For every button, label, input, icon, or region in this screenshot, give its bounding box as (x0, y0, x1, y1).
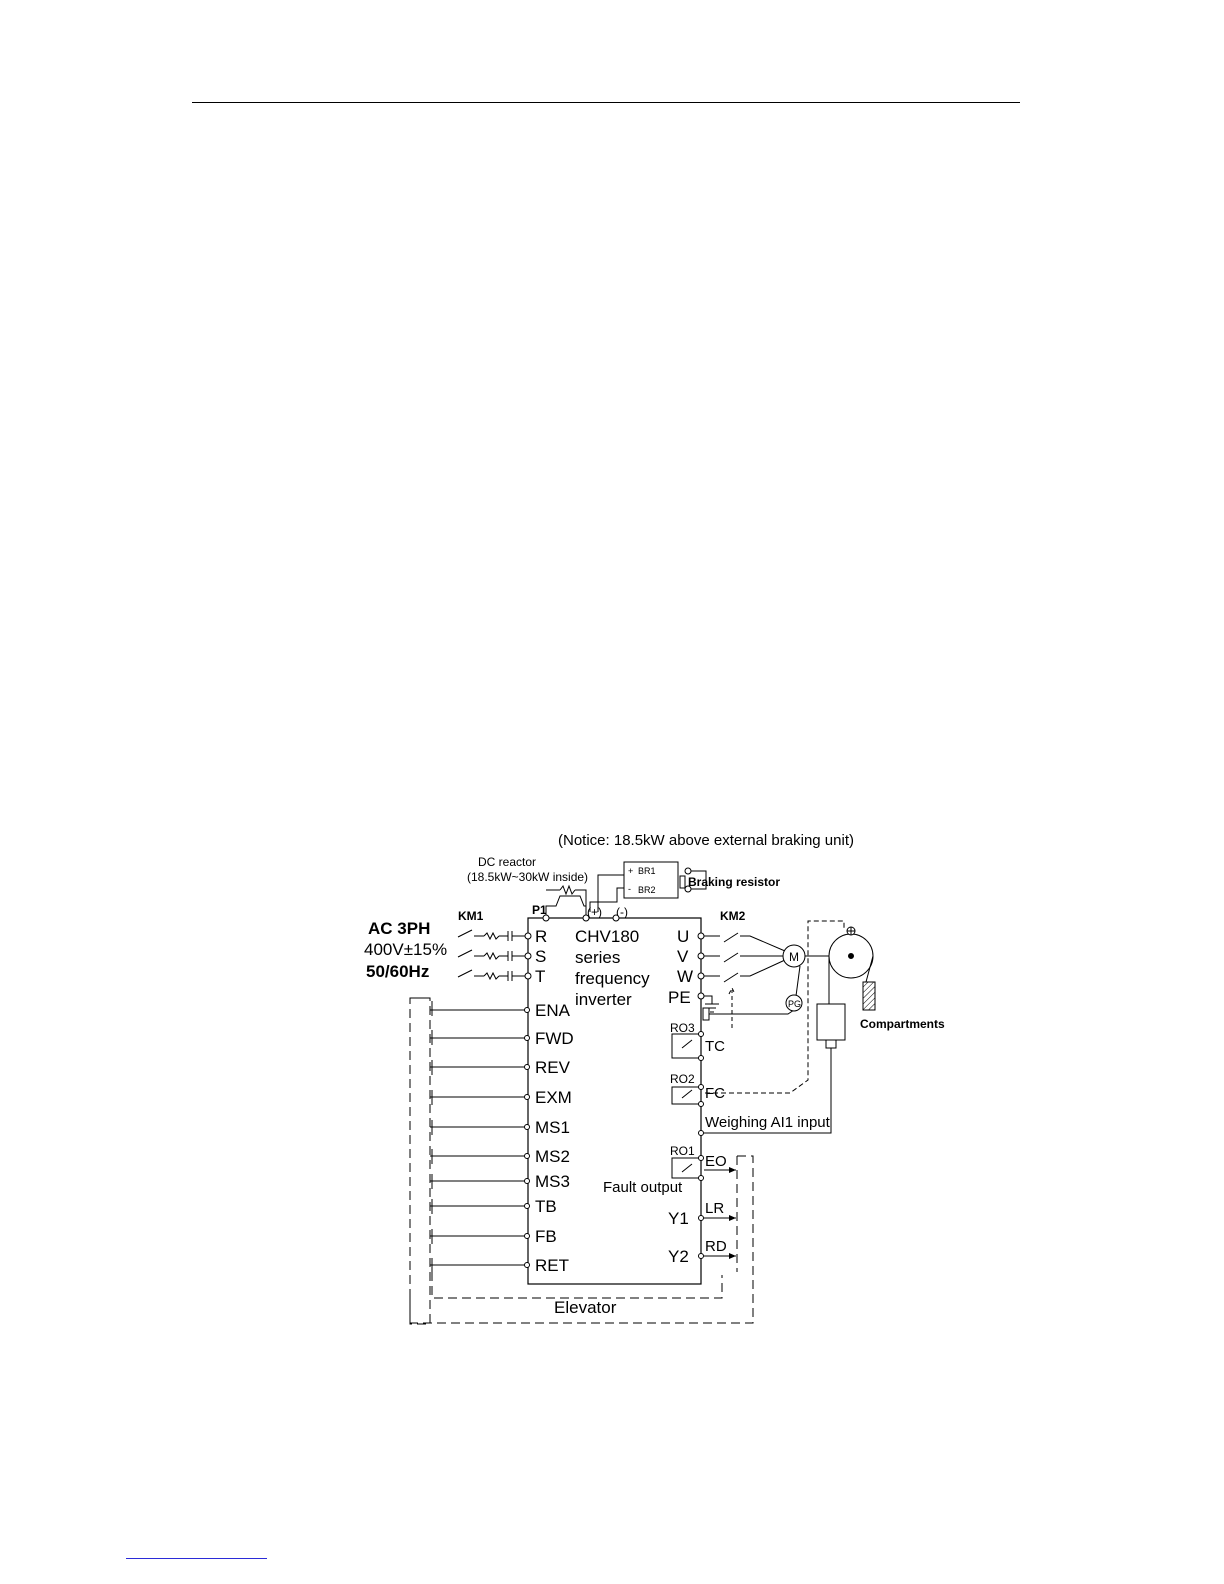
dc-reactor-range: (18.5kW~30kW inside) (467, 870, 588, 884)
supply-line-1: AC 3PH (368, 919, 430, 938)
input-rev: REV (535, 1058, 571, 1077)
encoder-label: PG (788, 999, 801, 1009)
km1-label: KM1 (458, 909, 484, 923)
input-fwd: FWD (535, 1029, 574, 1048)
y1-label: Y1 (668, 1209, 689, 1228)
notice-text: (Notice: 18.5kW above external braking u… (558, 832, 854, 849)
traction-system (704, 926, 876, 1134)
terminal-r: R (535, 927, 547, 946)
dc-terminals (542, 914, 620, 922)
supply-line-2: 400V±15% (364, 940, 447, 959)
ro1-label: RO1 (670, 1144, 695, 1158)
terminal-v: V (677, 947, 689, 966)
footer-link-rule (126, 1558, 267, 1559)
inverter-title-2: series (575, 948, 620, 967)
lr-label: LR (705, 1200, 724, 1217)
dc-reactor-label: DC reactor (478, 855, 536, 869)
dc-plus-label: (+) (587, 905, 602, 919)
braking-unit (589, 861, 707, 912)
fault-output-label: Fault output (603, 1179, 683, 1196)
br1-label: BR1 (638, 866, 656, 876)
encoder-dashed-link (728, 986, 736, 1028)
encoder-icon (785, 994, 803, 1012)
input-exm: EXM (535, 1088, 572, 1107)
terminal-w: W (677, 967, 693, 986)
header-rule (192, 102, 1020, 103)
terminal-u: U (677, 927, 689, 946)
terminal-t: T (535, 967, 545, 986)
fc-dashed-link (705, 920, 845, 1094)
elevator-label: Elevator (554, 1298, 617, 1317)
br-plus: + (628, 866, 633, 876)
inverter-title-4: inverter (575, 990, 632, 1009)
relay-wiring (409, 1031, 754, 1324)
p1-label: P1 (532, 903, 547, 917)
ro3-label: RO3 (670, 1021, 695, 1035)
tc-label: TC (705, 1038, 725, 1055)
inverter-title-3: frequency (575, 969, 650, 988)
inverter-title-1: CHV180 (575, 927, 639, 946)
rd-label: RD (705, 1238, 727, 1255)
input-terminal-dots (524, 1007, 530, 1268)
br-minus: - (628, 884, 631, 894)
digital-input-wiring (409, 997, 723, 1325)
y2-label: Y2 (668, 1247, 689, 1266)
input-ms2: MS2 (535, 1147, 570, 1166)
dc-reactor-icon (545, 884, 587, 918)
br2-label: BR2 (638, 885, 656, 895)
ro2-label: RO2 (670, 1072, 695, 1086)
input-ms3: MS3 (535, 1172, 570, 1191)
input-lines (457, 929, 532, 981)
motor-icon (782, 944, 806, 968)
input-ena: ENA (535, 1001, 571, 1020)
input-ret: RET (535, 1256, 569, 1275)
supply-line-3: 50/60Hz (366, 962, 429, 981)
input-ms1: MS1 (535, 1118, 570, 1137)
terminal-pe: PE (668, 988, 691, 1007)
input-fb: FB (535, 1227, 557, 1246)
compartments-label: Compartments (860, 1017, 945, 1031)
input-tb: TB (535, 1197, 557, 1216)
braking-resistor-label: Braking resistor (688, 875, 780, 889)
output-lines (697, 932, 830, 1021)
eo-label: EO (705, 1153, 727, 1170)
weighing-label: Weighing AI1 input (705, 1114, 831, 1131)
motor-label: M (789, 950, 799, 964)
fc-label: FC (705, 1085, 725, 1102)
terminal-s: S (535, 947, 546, 966)
km2-label: KM2 (720, 909, 746, 923)
dc-minus-label: (-) (616, 905, 628, 919)
